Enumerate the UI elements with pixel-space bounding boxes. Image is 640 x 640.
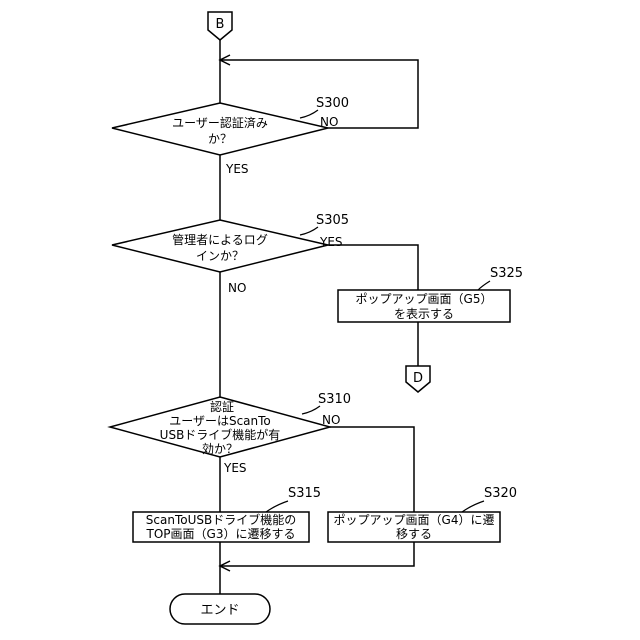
s310-yes-label: YES [223, 461, 247, 475]
process-s325-line1: ポップアップ画面（G5） [356, 292, 493, 306]
leader-s310 [302, 406, 320, 414]
decision-s300-line1: ユーザー認証済み [172, 115, 268, 130]
s300-yes-label: YES [225, 162, 249, 176]
step-id-s305: S305 [316, 213, 349, 228]
s300-no-label: NO [320, 115, 338, 129]
step-id-s310: S310 [318, 392, 351, 407]
decision-s310-line1: 認証 [210, 399, 234, 414]
process-s320-line1: ポップアップ画面（G4）に遷 [334, 513, 495, 527]
process-s315-line2: TOP画面（G3）に遷移する [146, 527, 296, 541]
process-s325-line2: を表示する [394, 307, 454, 321]
leader-s320 [462, 501, 484, 512]
decision-s310-line4: 効か？ [202, 441, 238, 456]
flow-line-s305-s325 [328, 245, 418, 290]
leader-s300 [300, 110, 318, 118]
decision-s310-line2: ユーザーはScanTo [169, 414, 271, 428]
step-id-s315: S315 [288, 486, 321, 501]
s310-no-label: NO [322, 413, 340, 427]
decision-s305-line1: 管理者によるログ [172, 232, 268, 247]
s305-yes-label: YES [319, 235, 343, 249]
flow-line-s320-merge [220, 542, 414, 566]
leader-s305 [300, 227, 318, 235]
flow-line-s310-s320 [330, 427, 414, 512]
decision-s310-line3: USBドライブ機能が有 [160, 427, 281, 442]
connector-d-label: D [413, 371, 423, 386]
decision-s305-line2: インか？ [196, 249, 244, 263]
step-id-s300: S300 [316, 96, 349, 111]
s305-no-label: NO [228, 281, 246, 295]
leader-s315 [266, 501, 288, 512]
step-id-s325: S325 [490, 266, 523, 281]
step-id-s320: S320 [484, 486, 517, 501]
decision-s300-line2: か？ [208, 132, 232, 146]
connector-b-label: B [216, 17, 225, 32]
terminator-end-label: エンド [200, 603, 239, 618]
process-s315-line1: ScanToUSBドライブ機能の [146, 512, 296, 527]
process-s320-line2: 移する [396, 527, 432, 541]
leader-s325 [478, 281, 490, 290]
